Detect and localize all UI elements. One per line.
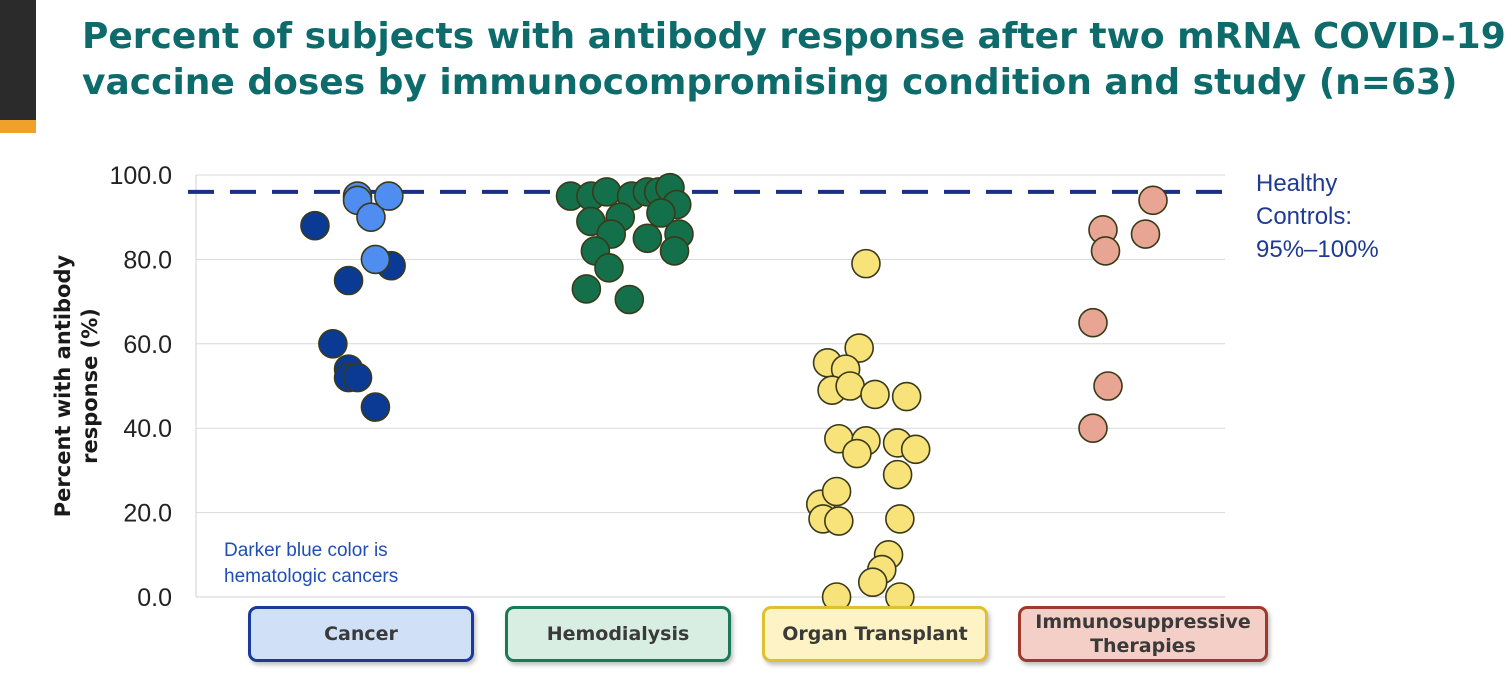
healthy-controls-line-1: Healthy: [1256, 170, 1338, 197]
data-point-immunosuppressive: [1078, 307, 1108, 338]
data-point-organ-transplant: [857, 567, 888, 598]
healthy-controls-line-2: Controls:: [1256, 203, 1353, 230]
data-point-organ-transplant: [860, 379, 890, 410]
category-box-cancer: Cancer: [248, 606, 474, 662]
color-note-line-1: Darker blue color is: [224, 540, 388, 561]
healthy-controls-label: Healthy Controls: 95%–100%: [1256, 167, 1426, 266]
data-point-cancer: [342, 362, 373, 393]
y-tick-label: 100.0: [109, 162, 172, 190]
data-point-cancer: [318, 328, 348, 359]
data-point-organ-transplant: [900, 434, 931, 465]
healthy-controls-line-3: 95%–100%: [1256, 236, 1379, 263]
accent-bar-gold: [0, 120, 36, 133]
data-point-organ-transplant: [885, 504, 915, 534]
category-box-organ-transplant: Organ Transplant: [762, 606, 988, 662]
category-box-immunosuppressive-therapies: Immunosuppressive Therapies: [1018, 606, 1268, 662]
data-points: [300, 172, 1168, 612]
data-point-hemodialysis: [594, 253, 624, 283]
data-point-hemodialysis: [659, 236, 690, 266]
chart-title-line-2: vaccine doses by immunocompromising cond…: [82, 62, 1458, 103]
data-point-organ-transplant: [891, 381, 922, 412]
accent-bar-dark: [0, 0, 36, 120]
y-axis-title: Percent with antibody response (%): [51, 254, 102, 518]
chart-title: Percent of subjects with antibody respon…: [82, 14, 1506, 106]
data-point-immunosuppressive: [1078, 413, 1108, 444]
data-point-immunosuppressive: [1130, 219, 1161, 249]
data-point-cancer: [356, 202, 386, 232]
chart-title-line-1: Percent of subjects with antibody respon…: [82, 16, 1506, 57]
data-point-hemodialysis: [591, 177, 622, 207]
data-point-immunosuppressive: [1138, 185, 1168, 216]
data-point-hemodialysis: [646, 198, 676, 228]
data-point-organ-transplant: [821, 476, 852, 507]
data-point-cancer: [360, 244, 391, 275]
data-point-immunosuppressive: [1090, 236, 1121, 266]
y-tick-label: 60.0: [123, 331, 172, 359]
data-point-hemodialysis: [614, 284, 645, 315]
data-point-organ-transplant: [835, 371, 865, 401]
data-point-organ-transplant: [844, 333, 874, 363]
data-point-organ-transplant: [882, 459, 913, 490]
data-point-organ-transplant: [842, 438, 872, 469]
data-point-immunosuppressive: [1093, 371, 1123, 401]
data-point-organ-transplant: [851, 248, 881, 279]
y-tick-label: 20.0: [123, 500, 172, 528]
y-tick-label: 40.0: [123, 415, 172, 443]
data-point-hemodialysis: [632, 223, 663, 254]
data-point-cancer: [333, 265, 364, 296]
y-tick-label: 80.0: [123, 246, 172, 274]
y-tick-label: 0.0: [137, 584, 172, 612]
data-point-organ-transplant: [824, 506, 854, 536]
data-point-hemodialysis: [571, 274, 602, 304]
category-box-hemodialysis: Hemodialysis: [505, 606, 731, 662]
y-tick-labels: 0.0 20.0 40.0 60.0 80.0 100.0: [109, 162, 172, 612]
scatter-chart: 0.0 20.0 40.0 60.0 80.0 100.0: [109, 162, 1230, 612]
data-point-cancer: [360, 392, 391, 422]
data-point-cancer: [300, 210, 330, 241]
data-point-cancer: [374, 181, 404, 211]
color-note-line-2: hematologic cancers: [224, 566, 399, 587]
color-note: Darker blue color is hematologic cancers: [224, 538, 484, 590]
